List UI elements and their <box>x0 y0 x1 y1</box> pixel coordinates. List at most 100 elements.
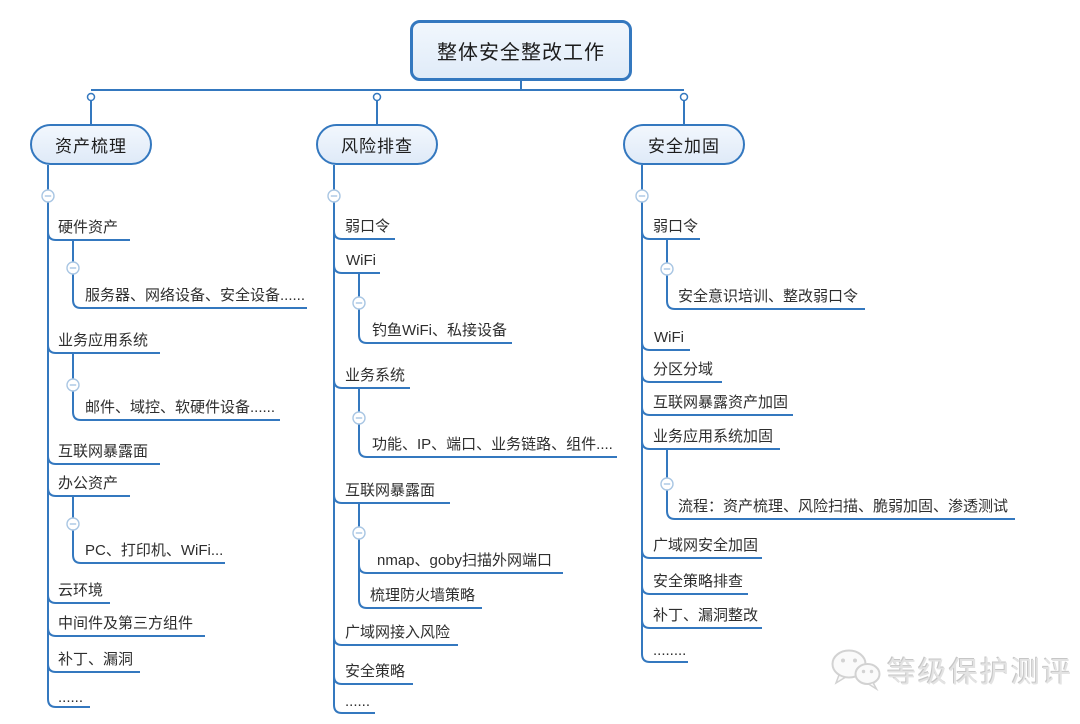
collapse-icon[interactable] <box>66 517 80 531</box>
topic-label[interactable]: 梳理防火墙策略 <box>370 587 476 604</box>
topic-label[interactable]: 服务器、网络设备、安全设备...... <box>85 287 306 304</box>
bubble-small <box>854 663 881 685</box>
topic-label[interactable]: 互联网暴露资产加固 <box>653 394 789 411</box>
connector-path <box>47 487 130 497</box>
connector-path <box>47 165 90 708</box>
bubble-eye <box>861 669 866 674</box>
connector-path <box>641 230 700 240</box>
connector-path <box>72 240 307 309</box>
branch-topic-assets[interactable]: 资产梳理 <box>30 124 152 165</box>
topic-label[interactable]: 安全策略排查 <box>653 573 744 590</box>
connector-path <box>641 373 722 383</box>
branch-1-connectors <box>47 165 307 708</box>
topic-label[interactable]: 钓鱼WiFi、私接设备 <box>372 322 507 339</box>
topic-label[interactable]: 办公资产 <box>58 475 119 492</box>
connector-path <box>666 239 865 310</box>
topic-label[interactable]: 分区分域 <box>653 361 714 378</box>
topic-label[interactable]: 弱口令 <box>345 218 391 235</box>
topic-label[interactable]: ...... <box>345 693 371 710</box>
bubble-small-tail <box>866 681 879 692</box>
connector-path <box>47 344 160 354</box>
connector-path <box>333 165 375 714</box>
connector-path <box>47 627 205 637</box>
top-connectors <box>90 81 685 124</box>
branch-2-connectors <box>333 165 617 714</box>
collapse-icon[interactable] <box>352 526 366 540</box>
connector-path <box>358 273 512 344</box>
topic-label[interactable]: 补丁、漏洞 <box>58 651 134 668</box>
bubble-eye <box>841 658 845 663</box>
topic-label[interactable]: WiFi <box>654 329 684 346</box>
connector-path <box>72 353 280 421</box>
branch-3-connectors <box>641 165 1015 663</box>
collapse-icon[interactable] <box>660 262 674 276</box>
connector-path <box>641 585 748 595</box>
connector-path <box>47 663 140 673</box>
topic-label[interactable]: 业务系统 <box>345 367 406 384</box>
root-topic[interactable]: 整体安全整改工作 <box>410 20 632 81</box>
connector-path <box>47 455 160 465</box>
topic-label[interactable]: 中间件及第三方组件 <box>58 615 194 632</box>
topic-label[interactable]: nmap、goby扫描外网端口 <box>377 552 553 569</box>
topic-label[interactable]: ...... <box>58 689 84 706</box>
wechat-icon <box>831 649 881 692</box>
collapse-icon[interactable] <box>635 189 649 203</box>
junction-dot <box>86 92 96 102</box>
junction-dot <box>372 92 382 102</box>
connector-path <box>641 440 780 450</box>
connector-path <box>358 388 617 458</box>
connector-path <box>47 594 110 604</box>
connector-path <box>333 494 450 504</box>
junction-dot <box>679 92 689 102</box>
branch-topic-hardening[interactable]: 安全加固 <box>623 124 745 165</box>
collapse-icon[interactable] <box>66 378 80 392</box>
connector-path <box>666 449 1015 520</box>
bubble-large-tail <box>834 674 847 685</box>
connector-path <box>641 619 762 629</box>
topic-label[interactable]: 邮件、域控、软硬件设备...... <box>85 399 276 416</box>
connector-path <box>333 636 458 646</box>
connector-path <box>47 231 130 241</box>
junction-dots <box>86 92 689 102</box>
topic-label[interactable]: 互联网暴露面 <box>345 482 436 499</box>
connector-path <box>641 341 690 351</box>
topic-label[interactable]: 安全意识培训、整改弱口令 <box>678 288 859 305</box>
collapse-icon[interactable] <box>352 411 366 425</box>
connector-path <box>333 264 380 274</box>
collapse-icon[interactable] <box>352 296 366 310</box>
connector-path <box>333 675 413 685</box>
collapse-icon[interactable] <box>41 189 55 203</box>
collapse-icon[interactable] <box>66 261 80 275</box>
collapse-icon[interactable] <box>660 477 674 491</box>
connector-path <box>641 165 688 663</box>
topic-label[interactable]: 流程：资产梳理、风险扫描、脆弱加固、渗透测试 <box>678 498 1009 515</box>
topic-label[interactable]: PC、打印机、WiFi... <box>85 542 224 559</box>
branch-topic-risk[interactable]: 风险排查 <box>316 124 438 165</box>
bubble-eye <box>853 658 857 663</box>
connector-path <box>641 406 793 416</box>
connector-path <box>333 230 395 240</box>
topic-label[interactable]: 弱口令 <box>653 218 699 235</box>
connector-path <box>72 496 225 564</box>
watermark: 等级保护测评 <box>828 646 1073 694</box>
topic-label[interactable]: 功能、IP、端口、业务链路、组件.... <box>372 436 613 453</box>
collapse-icon[interactable] <box>327 189 341 203</box>
topic-label[interactable]: 安全策略 <box>345 663 406 680</box>
topic-label[interactable]: 补丁、漏洞整改 <box>653 607 759 624</box>
connector-path <box>641 549 762 559</box>
topic-label[interactable]: 硬件资产 <box>58 219 119 236</box>
bubble-eye <box>869 669 874 674</box>
topic-label[interactable]: WiFi <box>346 252 376 269</box>
topic-label[interactable]: 广域网接入风险 <box>345 624 451 641</box>
topic-label[interactable]: ........ <box>653 642 687 659</box>
topic-label[interactable]: 广域网安全加固 <box>653 537 759 554</box>
topic-label[interactable]: 业务应用系统 <box>58 332 149 349</box>
topic-label[interactable]: 互联网暴露面 <box>58 443 149 460</box>
connector-path <box>333 379 410 389</box>
topic-label[interactable]: 云环境 <box>58 582 104 599</box>
watermark-text: 等级保护测评 <box>887 657 1074 689</box>
topic-label[interactable]: 业务应用系统加固 <box>653 428 774 445</box>
connector-path <box>358 564 563 574</box>
